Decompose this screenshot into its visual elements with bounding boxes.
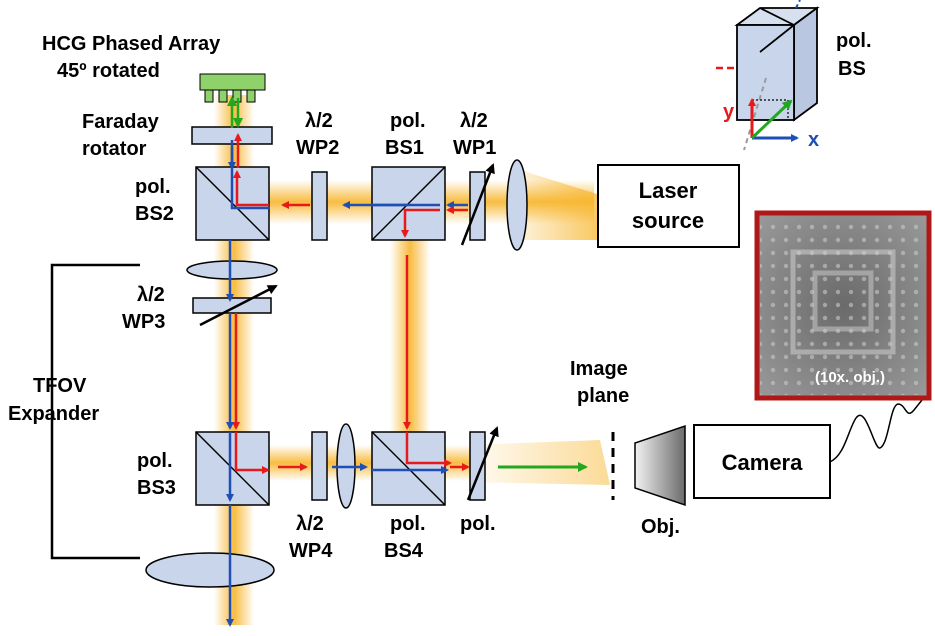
hcg-label-line1: HCG Phased Array: [42, 33, 221, 55]
camera-label: Camera: [722, 450, 803, 475]
beam-bs2-red-up: [233, 170, 269, 207]
wp3-label-line1: λ/2: [137, 284, 165, 306]
pol-label: pol.: [460, 513, 496, 535]
bs4-label-line2: BS4: [384, 540, 424, 562]
tfov-label-line2: Expander: [8, 403, 99, 425]
camera-cable: [829, 399, 923, 463]
bs4-label-line1: pol.: [390, 513, 426, 535]
objective-lens: [634, 424, 686, 507]
image-plane-label-line2: plane: [577, 385, 629, 407]
axis-y-label: y: [723, 101, 735, 123]
hcg-phased-array: [199, 73, 266, 103]
bs3-label-line1: pol.: [137, 450, 173, 472]
hcg-label-line2: 45º rotated: [57, 60, 160, 82]
wp4-label-line1: λ/2: [296, 513, 324, 535]
wp3-label-line2: WP3: [122, 311, 165, 333]
faraday-label-line1: Faraday: [82, 111, 160, 133]
tfov-lens-bottom: [145, 552, 275, 588]
polbs-label-line2: BS: [838, 58, 866, 80]
wp2-plate: [311, 171, 328, 241]
wp3-rotation-arrow: [199, 284, 278, 327]
tfov-bracket: [50, 263, 140, 560]
collimating-lens: [506, 159, 528, 251]
axis-x-label: x: [808, 129, 819, 151]
bs2-label-line2: BS2: [135, 203, 174, 225]
wp1-rotation-arrow: [460, 163, 495, 246]
image-plane-label-line1: Image: [570, 358, 628, 380]
bs2-label-line1: pol.: [135, 176, 171, 198]
beam-bs1-red-down: [401, 208, 440, 238]
pol-bs3-cube: [195, 431, 270, 506]
inset-caption: (10x. obj.): [815, 369, 885, 386]
wp4-label-line2: WP4: [289, 540, 333, 562]
laser-source-box: [597, 164, 740, 248]
laser-label-line2: source: [632, 208, 704, 233]
wp2-label-line1: λ/2: [305, 110, 333, 132]
tfov-lens-top: [186, 260, 278, 280]
wp2-label-line2: WP2: [296, 137, 339, 159]
wp1-label-line1: λ/2: [460, 110, 488, 132]
objective-label: Obj.: [641, 516, 680, 538]
pol-bs1-cube: [371, 166, 446, 241]
bs1-label-line1: pol.: [390, 110, 426, 132]
wp4-plate: [311, 431, 328, 501]
bs1-label-line2: BS1: [385, 137, 424, 159]
polbs-label-line1: pol.: [836, 30, 872, 52]
faraday-label-line2: rotator: [82, 138, 147, 160]
camera-inset-image: [754, 210, 932, 401]
laser-label-line1: Laser: [639, 178, 698, 203]
camera-box: [693, 424, 831, 499]
beam-bs4-red-right: [405, 432, 452, 467]
wp3-plate: [192, 297, 272, 314]
axis-triad: [748, 98, 799, 142]
pol-bs-3d-cube: [716, 0, 820, 151]
polarizer-arrow: [466, 426, 499, 501]
pol-bs4-cube: [371, 431, 446, 506]
beam-bs3-red-right: [234, 432, 270, 474]
tfov-label-line1: TFOV: [33, 375, 87, 397]
wp1-label-line2: WP1: [453, 137, 496, 159]
bs3-label-line2: BS3: [137, 477, 176, 499]
